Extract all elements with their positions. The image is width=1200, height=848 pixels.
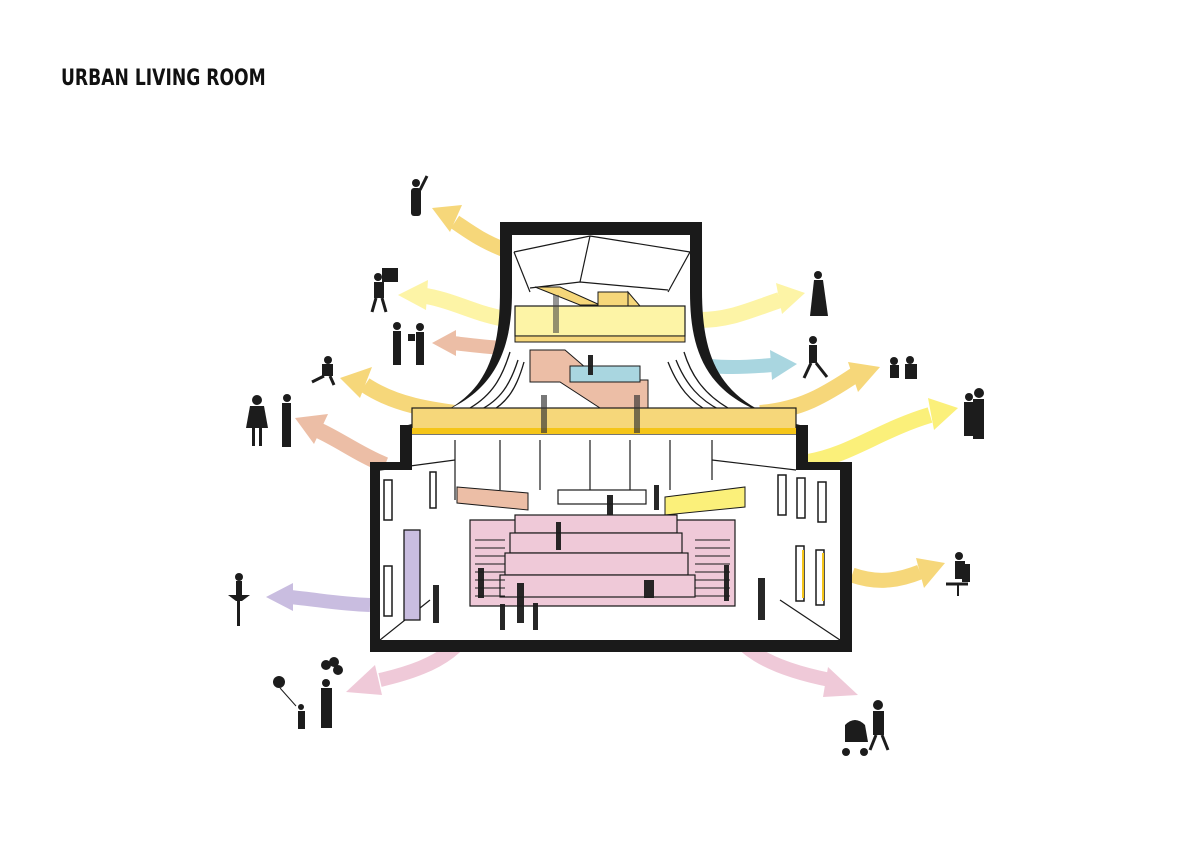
building-section: [370, 222, 852, 652]
lavender-door: [403, 529, 421, 621]
upper-stair: [534, 286, 642, 307]
windows-left: [383, 471, 437, 617]
walking-person: [802, 336, 829, 379]
left-ramp: [456, 486, 529, 511]
arrow-left-musicians: [295, 414, 389, 473]
arrow-left-dancer: [266, 583, 371, 612]
family-with-balloons: [273, 657, 343, 729]
roof-folds: [513, 235, 691, 293]
musicians: [246, 394, 291, 447]
hall-structure: [379, 440, 841, 641]
standing-woman: [810, 271, 828, 316]
parent-with-stroller: [842, 700, 890, 756]
couple: [964, 388, 984, 439]
central-counter: [557, 489, 647, 505]
arrow-top-left: [432, 205, 508, 257]
windows-right: [777, 474, 827, 606]
arrow-upper-left: [398, 280, 514, 328]
diagram-title: URBAN LIVING ROOM: [61, 66, 266, 91]
person-in-chair: [946, 552, 970, 596]
children-playing: [890, 356, 917, 379]
waving-person: [411, 175, 429, 216]
ballet-dancer: [228, 573, 250, 626]
running-child: [311, 356, 336, 386]
people-silhouettes: [228, 175, 984, 756]
people-exchanging-package: [393, 322, 424, 365]
person-carrying-boxes: [370, 268, 398, 313]
arrow-right-blue: [709, 350, 797, 380]
upper-balcony: [514, 305, 686, 337]
arrow-right-chair: [849, 558, 945, 588]
right-ramp: [664, 486, 746, 516]
arrow-right-couple: [806, 398, 958, 470]
grand-stair: [469, 514, 736, 607]
interior-people: [433, 295, 765, 630]
middle-stair: [529, 349, 649, 409]
arrow-upper-right: [699, 283, 805, 328]
